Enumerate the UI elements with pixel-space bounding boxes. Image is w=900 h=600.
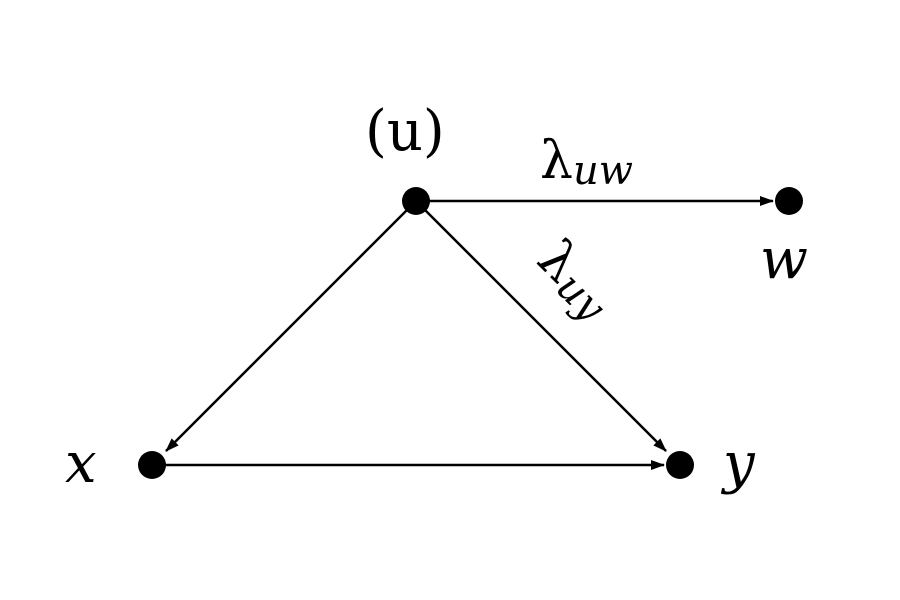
- node-y: [666, 451, 694, 479]
- node-u-label: (u): [365, 99, 445, 164]
- node-w: [775, 187, 803, 215]
- node-x-label: x: [65, 431, 97, 496]
- node-u: [402, 187, 430, 215]
- node-w-label: w: [760, 227, 808, 292]
- edge-uw-label: λuw: [540, 131, 633, 194]
- edge-uy-label: λuy: [524, 229, 627, 332]
- node-x: [138, 451, 166, 479]
- edge-u-y: [415, 200, 667, 452]
- edge-u-x: [165, 200, 417, 452]
- node-y-label: y: [720, 431, 756, 496]
